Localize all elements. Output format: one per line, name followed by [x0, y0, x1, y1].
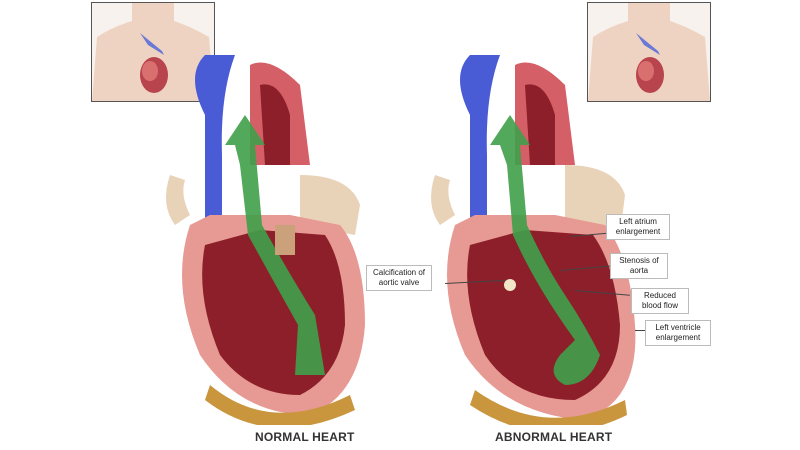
label-left-atrium-enlargement: Left atrium enlargement [606, 214, 670, 240]
vena-cava [195, 55, 235, 225]
abnormal-heart-illustration [431, 55, 636, 425]
torso-inset-abnormal [587, 2, 711, 102]
torso-illustration [588, 3, 710, 101]
torso-illustration [92, 3, 214, 101]
leader-line [635, 330, 645, 331]
title-abnormal-heart: ABNORMAL HEART [495, 430, 613, 444]
torso-inset-normal [91, 2, 215, 102]
title-normal-heart: NORMAL HEART [255, 430, 355, 444]
label-left-ventricle-enlargement: Left ventricle enlargement [645, 320, 711, 346]
flow-arrow [225, 115, 325, 375]
flow-arrow [490, 115, 600, 385]
label-calcification-of-aortic-valve: Calcification of aortic valve [366, 265, 432, 291]
label-reduced-blood-flow: Reduced blood flow [631, 288, 689, 314]
label-stenosis-of-aorta: Stenosis of aorta [610, 253, 668, 279]
vena-cava [460, 55, 500, 225]
normal-heart-illustration [166, 55, 365, 425]
